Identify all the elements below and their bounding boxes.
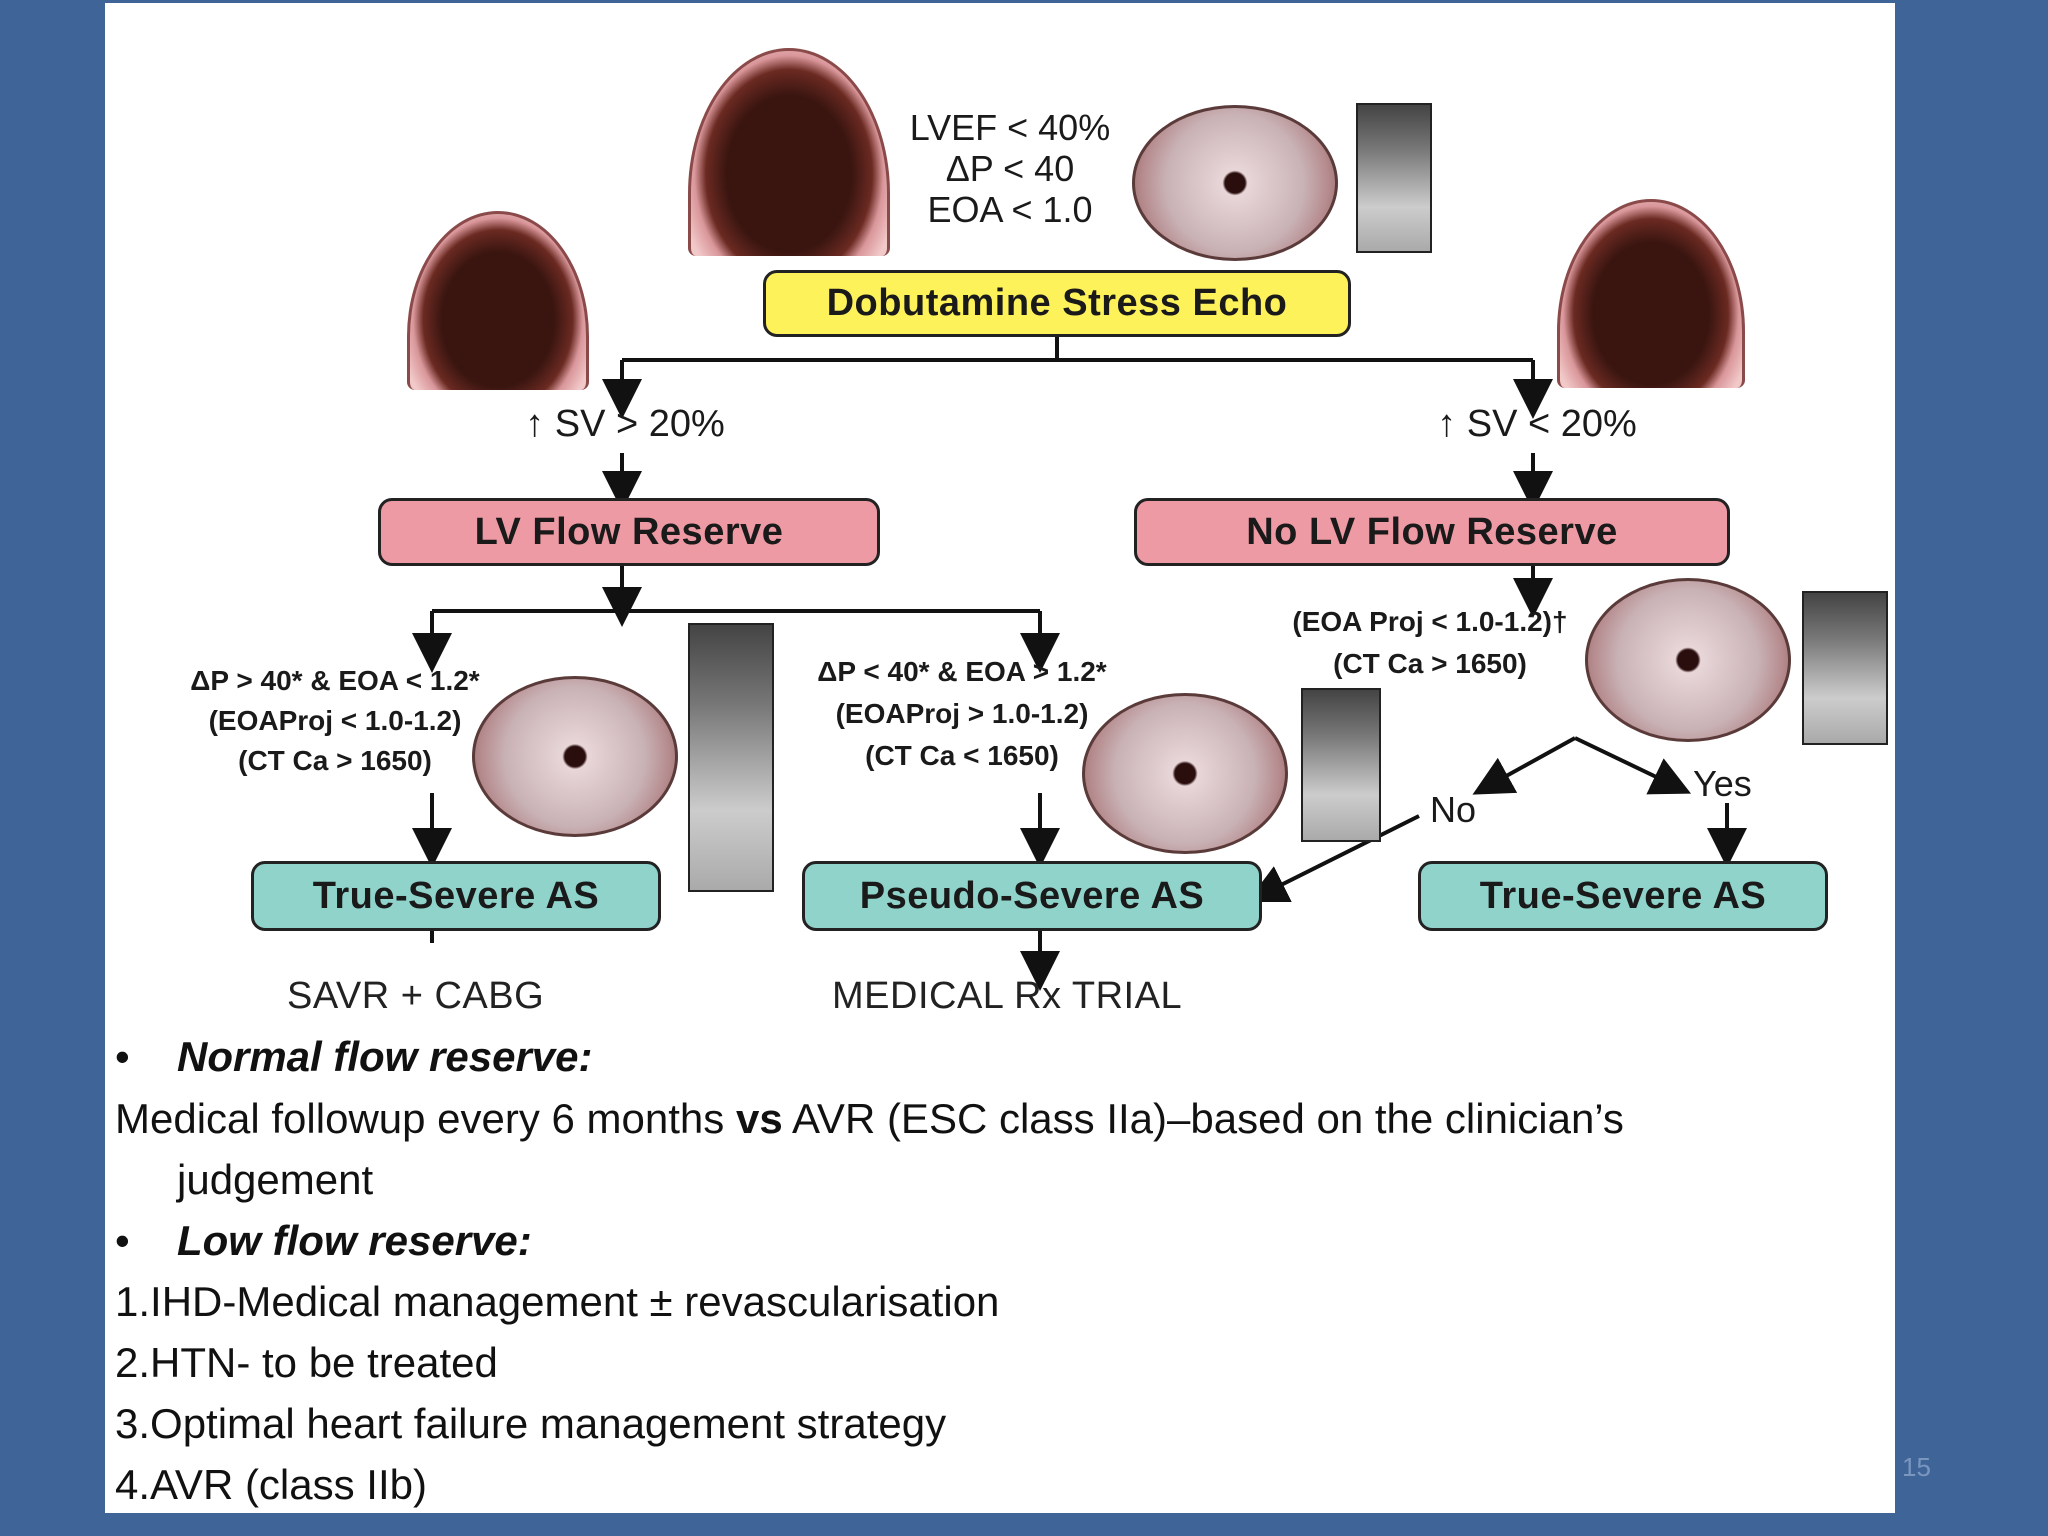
bullet-normal-flow: • Normal flow reserve: xyxy=(115,1033,593,1081)
aortic-valve-image-right xyxy=(1585,578,1791,742)
doppler-echo-image-left xyxy=(688,623,774,892)
aortic-valve-image-left xyxy=(472,676,678,837)
criteria-line: (EOA Proj < 1.0-1.2)† xyxy=(1292,606,1568,637)
low-flow-item-2: 2.HTN- to be treated xyxy=(115,1339,498,1386)
criteria-line: (CT Ca > 1650) xyxy=(238,745,432,776)
no-label: No xyxy=(1430,789,1477,830)
dobutamine-stress-echo-box: Dobutamine Stress Echo xyxy=(763,270,1351,337)
normal-flow-heading: Normal flow reserve: xyxy=(177,1033,593,1080)
page-number: 15 xyxy=(1902,1452,1931,1482)
no-reserve-criteria: (EOA Proj < 1.0-1.2)† (CT Ca > 1650) xyxy=(1265,601,1595,685)
yes-label: Yes xyxy=(1693,763,1752,804)
criteria-line: (EOAProj > 1.0-1.2) xyxy=(835,698,1089,729)
normal-flow-text-b: AVR (ESC class IIa)–based on the clinici… xyxy=(782,1095,1624,1142)
slide: LVEF < 40% ΔP < 40 EOA < 1.0 Dobutamine … xyxy=(105,3,1895,1513)
criteria-lvef: LVEF < 40% xyxy=(909,107,1111,148)
criteria-eoa: EOA < 1.0 xyxy=(927,189,1093,230)
treatment-savr-cabg: SAVR + CABG xyxy=(287,975,545,1017)
flowchart-connectors xyxy=(412,336,1747,991)
true-severe-criteria: ΔP > 40* & EOA < 1.2* (EOAProj < 1.0-1.2… xyxy=(145,661,525,781)
normal-flow-line-cont: judgement xyxy=(177,1156,374,1203)
doppler-echo-image-middle xyxy=(1301,688,1381,842)
pseudo-severe-as-box: Pseudo-Severe AS xyxy=(802,861,1262,931)
true-severe-as-box-right: True-Severe AS xyxy=(1418,861,1828,931)
low-flow-item-3: 3.Optimal heart failure management strat… xyxy=(115,1400,947,1447)
low-flow-item-4: 4.AVR (class IIb) xyxy=(115,1461,427,1508)
sv-no-increase-label: ↑ SV < 20% xyxy=(1437,403,1637,445)
low-flow-item-1: 1.IHD-Medical management ± revascularisa… xyxy=(115,1278,1000,1325)
low-flow-heading: Low flow reserve: xyxy=(177,1217,532,1264)
bullet-char: • xyxy=(115,1033,130,1080)
criteria-line: (CT Ca > 1650) xyxy=(1333,648,1527,679)
criteria-line: (CT Ca < 1650) xyxy=(865,740,1059,771)
doppler-echo-image-right xyxy=(1802,591,1888,745)
aortic-valve-image-middle xyxy=(1082,693,1288,854)
criteria-line: ΔP > 40* & EOA < 1.2* xyxy=(190,665,480,696)
treatment-medical-rx-trial: MEDICAL Rx TRIAL xyxy=(832,975,1183,1017)
true-severe-as-box-left: True-Severe AS xyxy=(251,861,661,931)
criteria-line: (EOAProj < 1.0-1.2) xyxy=(208,705,462,736)
normal-flow-line: Medical followup every 6 months vs AVR (… xyxy=(115,1095,1624,1143)
sv-increase-label: ↑ SV > 20% xyxy=(525,403,725,445)
aortic-valve-image-top xyxy=(1132,105,1338,261)
baseline-criteria: LVEF < 40% ΔP < 40 EOA < 1.0 xyxy=(875,107,1145,230)
doppler-echo-image-top xyxy=(1356,103,1432,253)
no-lv-flow-reserve-box: No LV Flow Reserve xyxy=(1134,498,1730,566)
bullet-char: • xyxy=(115,1217,130,1264)
normal-flow-vs: vs xyxy=(735,1095,783,1142)
criteria-line: ΔP < 40* & EOA > 1.2* xyxy=(817,656,1107,687)
lv-flow-reserve-box: LV Flow Reserve xyxy=(378,498,880,566)
criteria-delta-p: ΔP < 40 xyxy=(945,148,1075,189)
normal-flow-text-a: Medical followup every 6 months xyxy=(115,1095,736,1142)
pseudo-severe-criteria: ΔP < 40* & EOA > 1.2* (EOAProj > 1.0-1.2… xyxy=(772,651,1152,777)
bullet-low-flow: • Low flow reserve: xyxy=(115,1217,532,1265)
